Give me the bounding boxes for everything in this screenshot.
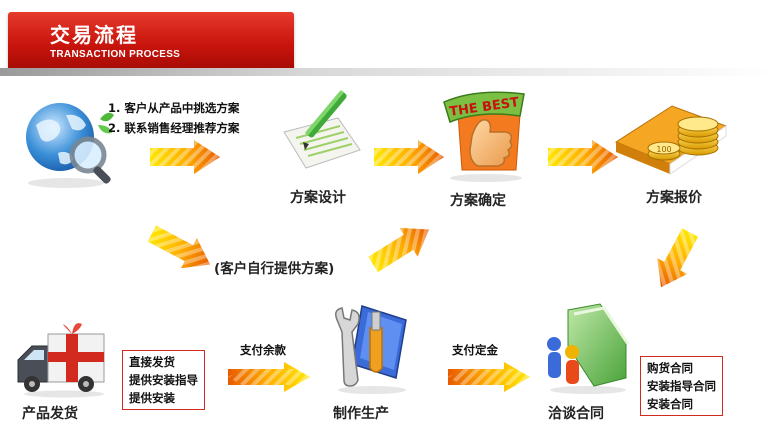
step-ship-label: 产品发货 [22,406,78,422]
self-provide-label: (客户自行提供方案) [214,261,335,277]
arrow-left-1-icon [448,362,530,392]
step-quote-label: 方案报价 [646,190,702,206]
globe-search-icon [26,103,114,188]
step1-item-1: 1. 客户从产品中挑选方案 [108,101,240,115]
step-produce-label: 制作生产 [333,406,389,422]
header-banner: 交易流程 TRANSACTION PROCESS [8,12,294,68]
shipping-option: 提供安装 [129,391,175,405]
header-divider [0,68,775,76]
coin-text: 100 [656,145,671,154]
contract-folder-icon [547,303,630,394]
deposit-label: 支付定金 [452,343,498,357]
step-negotiate-label: 洽谈合同 [548,406,604,422]
step-design-label: 方案设计 [290,190,346,206]
page-title: 交易流程 [50,23,138,47]
contract-list: 购货合同 安装指导合同 安装合同 [640,356,723,416]
arrow-right-1-icon [150,140,220,174]
shipping-option: 提供安装指导 [129,373,198,387]
arrow-right-2-icon [374,140,444,174]
arrow-down-left-icon [657,228,699,288]
shipping-option: 直接发货 [129,355,175,369]
balance-label: 支付余款 [240,343,286,357]
contract-item: 安装合同 [647,397,693,411]
thumbs-up-best-icon: THE BEST [443,91,525,182]
contract-item: 安装指导合同 [647,379,716,393]
tools-production-icon [335,305,407,394]
page-subtitle: TRANSACTION PROCESS [50,49,181,60]
arrow-diagonal-down-icon [147,225,211,269]
arrow-right-3-icon [548,140,618,174]
coins-quote-icon: 100 [614,105,728,175]
delivery-truck-icon [17,323,105,398]
contract-item: 购货合同 [647,361,693,375]
design-document-icon [283,89,361,169]
step1-item-2: 2. 联系销售经理推荐方案 [108,121,240,135]
arrow-diagonal-up-icon [368,227,429,273]
arrow-left-2-icon [228,362,310,392]
shipping-options-list: 直接发货 提供安装指导 提供安装 [122,350,205,410]
step-confirm-label: 方案确定 [450,193,506,209]
